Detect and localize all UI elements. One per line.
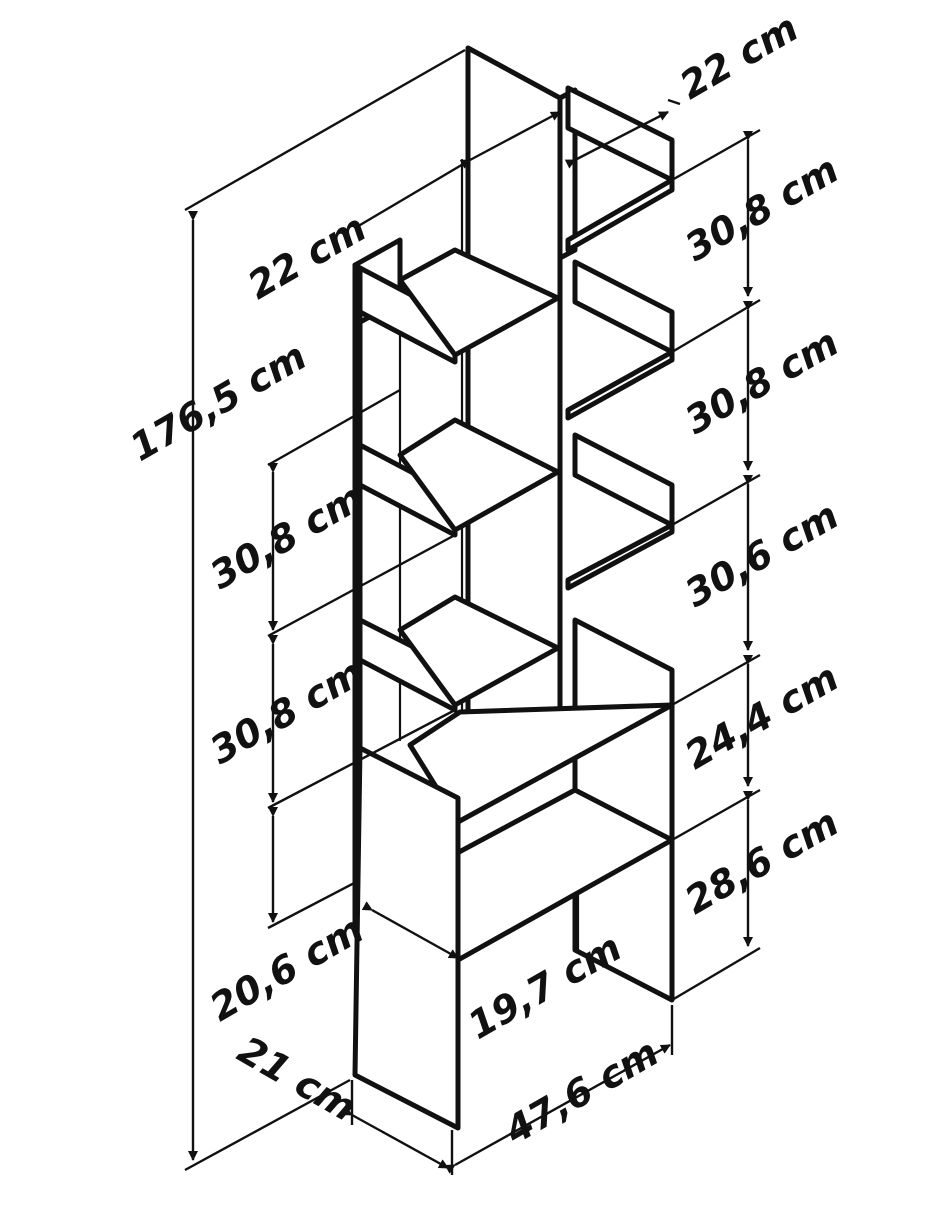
top-right-shelf: [565, 177, 675, 253]
right-shelf-2-side: [572, 432, 675, 528]
label-left-1: 30,8 cm: [203, 475, 371, 598]
left-shelf-1: [397, 247, 561, 358]
label-left-2: 30,8 cm: [203, 650, 371, 773]
label-right-4: 24,4 cm: [678, 655, 846, 778]
right-shelf-1-side: [572, 259, 675, 355]
top-depth-left-dimension: [459, 110, 561, 169]
top-depth-right-dimension: [564, 110, 669, 169]
right-shelf-1: [565, 349, 675, 421]
label-left-3: 20,6 cm: [203, 907, 371, 1030]
base-depth-dimension: [341, 1106, 449, 1170]
label-right-1: 30,8 cm: [678, 147, 846, 270]
top-right-side-board: [565, 85, 675, 183]
label-right-2: 30,8 cm: [678, 320, 846, 443]
left-shelf-2: [397, 417, 561, 533]
label-height-total: 176,5 cm: [123, 334, 314, 470]
left-shelf-3: [397, 594, 561, 708]
label-right-5: 28,6 cm: [678, 800, 846, 923]
label-width: 47,6 cm: [497, 1030, 666, 1153]
dimension-lines: [184, 48, 761, 1175]
inner-depth-dimension: [361, 901, 459, 960]
label-base-depth: 21 cm: [231, 1028, 364, 1130]
bottom-left-panel: [352, 745, 461, 1131]
label-top-depth-right: 22 cm: [673, 6, 806, 108]
width-dimension: [444, 1043, 671, 1174]
label-right-3: 30,6 cm: [678, 493, 846, 616]
shelf-structure: [352, 45, 675, 1131]
right-shelf-2: [565, 522, 675, 591]
